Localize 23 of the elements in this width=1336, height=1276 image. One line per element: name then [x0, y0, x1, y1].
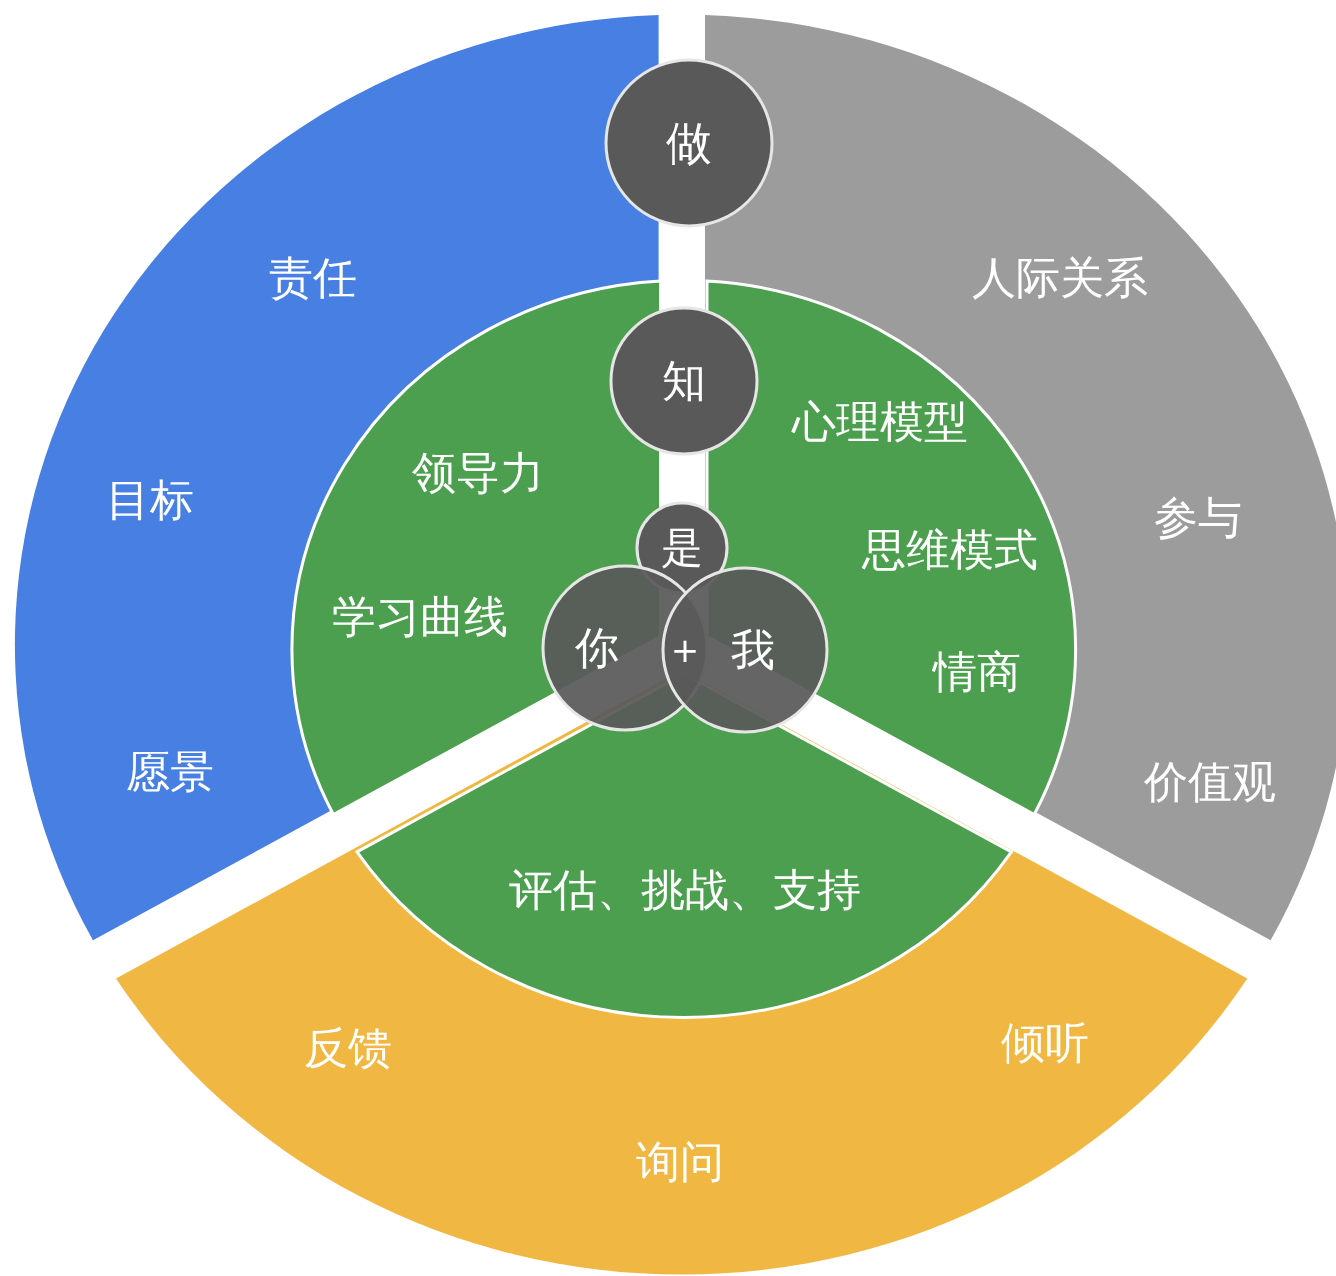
sector-label: 询问 [636, 1140, 724, 1184]
sector-label: 目标 [106, 478, 194, 522]
circle-label: 是 [661, 527, 703, 569]
sector-label: 人际关系 [972, 256, 1148, 300]
circle-node [609, 306, 759, 456]
sector-label: 参与 [1154, 496, 1242, 540]
sector-label: 情商 [933, 649, 1021, 694]
circle-label: 知 [662, 359, 706, 403]
circle-label: 我 [731, 628, 775, 672]
sector-label: 倾听 [1001, 1021, 1089, 1065]
plus-sign: + [670, 633, 700, 667]
sector-label: 反馈 [304, 1026, 392, 1070]
sector-label: 愿景 [126, 750, 214, 794]
circle-node [604, 58, 774, 228]
sector-label: 评估、挑战、支持 [509, 868, 861, 912]
sector-label: 价值观 [1144, 760, 1276, 804]
circle-label: 你 [575, 626, 619, 670]
sector-label: 学习曲线 [332, 594, 508, 639]
sector-label: 责任 [269, 256, 357, 300]
circle-label: 做 [666, 120, 712, 166]
sector-label: 思维模式 [862, 527, 1038, 572]
sector-label: 心理模型 [792, 399, 968, 444]
sector-label: 领导力 [412, 450, 544, 495]
